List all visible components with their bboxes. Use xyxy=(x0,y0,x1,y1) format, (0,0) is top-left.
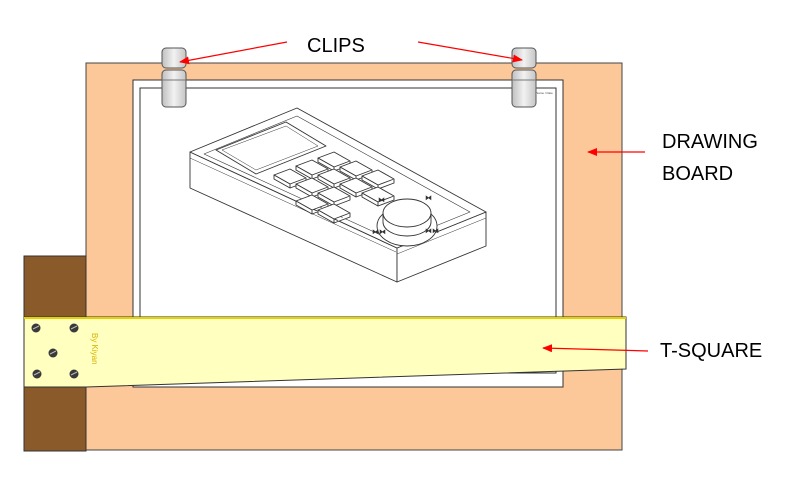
svg-text:⧓⧓: ⧓⧓ xyxy=(425,228,439,235)
label-t-square: T-SQUARE xyxy=(660,340,762,362)
paper-title-note: Name / Date xyxy=(536,91,553,95)
arrow-clips-right xyxy=(417,41,523,63)
t-square-signature: By Kiyan xyxy=(90,333,99,365)
svg-text:⧓⧓: ⧓⧓ xyxy=(372,229,386,236)
isometric-device-drawing: ⧓ ⧓ ⧓⧓ ⧓⧓ xyxy=(189,107,487,283)
svg-text:⧓: ⧓ xyxy=(425,195,432,202)
arrow-t-square xyxy=(542,344,649,353)
device-keypad xyxy=(273,151,395,224)
arrow-clips-left xyxy=(179,41,288,65)
label-clips: CLIPS xyxy=(307,35,365,57)
pointer-arrows xyxy=(179,41,649,353)
device-screen xyxy=(215,121,327,175)
svg-text:⧓: ⧓ xyxy=(378,197,385,204)
t-square-screws xyxy=(31,323,79,379)
label-drawing-board-line2: BOARD xyxy=(662,163,733,185)
label-drawing-board-line1: DRAWING xyxy=(662,131,758,153)
device-dial: ⧓ ⧓ ⧓⧓ ⧓⧓ xyxy=(372,195,439,247)
clip-right xyxy=(511,47,537,108)
clip-left xyxy=(161,47,187,108)
